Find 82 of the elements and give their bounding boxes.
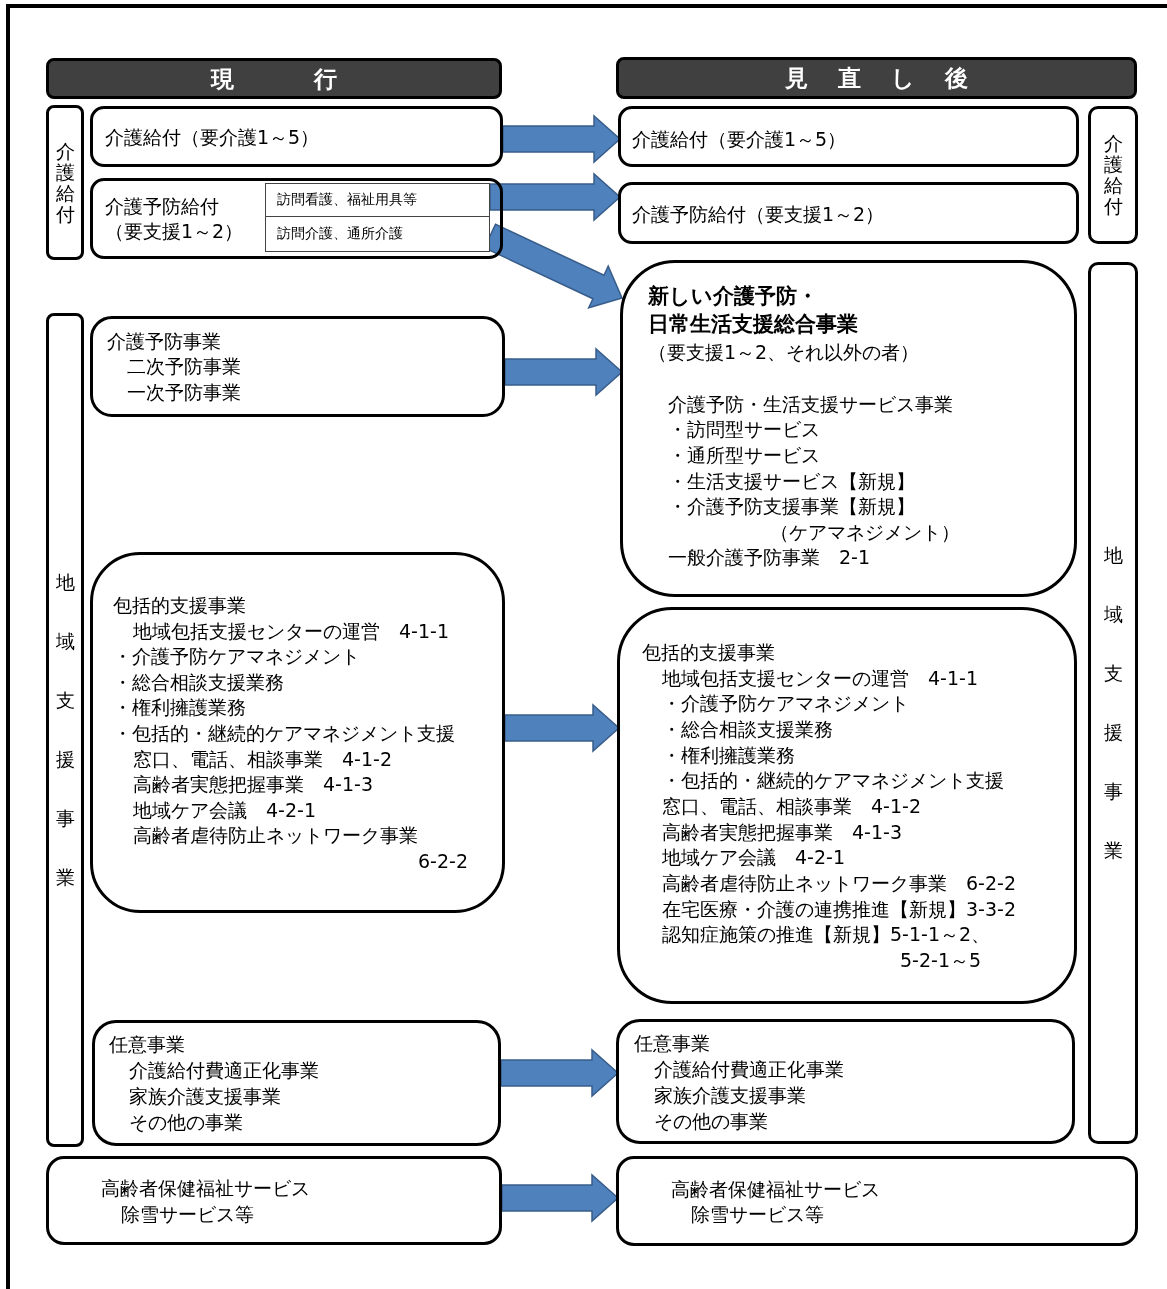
box-heading: 日常生活支援総合事業 — [648, 312, 858, 336]
box-heading: 任意事業 — [634, 1031, 710, 1055]
list-item: 高齢者実態把握事業 4-1-3 — [133, 772, 373, 797]
list-item: 一般介護予防事業 2-1 — [668, 545, 871, 569]
box-heading: 任意事業 — [109, 1032, 185, 1056]
list-item: 高齢者虐待防止ネットワーク事業 — [133, 823, 418, 848]
list-item: ・訪問型サービス — [668, 417, 820, 441]
header-title: 現 行 — [209, 64, 373, 93]
rounded-box — [618, 106, 1079, 167]
rounded-box — [620, 260, 1077, 597]
list-item: 介護予防・生活支援サービス事業 — [668, 392, 953, 416]
list-item: 地域包括支援センターの運営 4-1-1 — [133, 618, 449, 643]
box-heading: 介護予防事業 — [107, 329, 221, 353]
list-item: （ケアマネジメント） — [770, 520, 960, 544]
list-item: その他の事業 — [654, 1109, 768, 1133]
list-item: 家族介護支援事業 — [129, 1084, 281, 1108]
cell-text: 訪問看護、福祉用具等 — [277, 190, 417, 209]
list-item: ・権利擁護業務 — [662, 742, 795, 767]
rounded-box — [618, 182, 1079, 244]
box-label: 介護給付（要介護1～5） — [632, 127, 847, 151]
list-item: ・総合相談支援業務 — [662, 716, 833, 741]
header-title: 見 直 し 後 — [784, 64, 979, 92]
rounded-box — [46, 1156, 502, 1245]
box-heading: 介護予防給付 — [105, 194, 219, 218]
list-item: 家族介護支援事業 — [654, 1083, 806, 1107]
box-heading: 高齢者保健福祉サービス — [671, 1177, 880, 1201]
rounded-box — [92, 1020, 501, 1146]
rounded-box — [616, 1019, 1075, 1144]
list-item: ・包括的・継続的ケアマネジメント支援 — [662, 768, 1004, 793]
header-bar — [46, 58, 502, 99]
side-band — [46, 313, 84, 1147]
list-item: 認知症施策の推進【新規】5-1-1～2、 — [662, 922, 991, 947]
list-item: 除雪サービス等 — [691, 1202, 824, 1226]
list-item: その他の事業 — [129, 1110, 243, 1134]
box-heading: 新しい介護予防・ — [648, 284, 818, 308]
list-item: 窓口、電話、相談事業 4-1-2 — [133, 746, 392, 771]
rounded-box — [90, 178, 503, 259]
list-item: （要支援1～2、それ以外の者） — [648, 340, 920, 364]
list-item: 除雪サービス等 — [121, 1202, 254, 1226]
box-heading: 包括的支援事業 — [642, 640, 775, 664]
header-bar — [616, 57, 1137, 99]
side-band — [1088, 262, 1138, 1144]
list-item: 高齢者虐待防止ネットワーク事業 6-2-2 — [662, 870, 1016, 895]
rounded-box — [616, 1156, 1138, 1246]
rounded-box — [90, 106, 503, 167]
band-label: 介護給付 — [55, 140, 75, 225]
list-item: 地域ケア会議 4-2-1 — [662, 845, 845, 870]
table-cell — [265, 216, 490, 252]
list-item: 介護給付費適正化事業 — [654, 1057, 844, 1081]
table-cell — [265, 183, 490, 217]
list-item: ・生活支援サービス【新規】 — [668, 469, 915, 493]
box-label: 介護予防給付（要支援1～2） — [632, 202, 885, 226]
rounded-box — [617, 607, 1077, 1004]
list-item: （要支援1～2） — [105, 219, 244, 243]
band-label: 介護給付 — [1103, 133, 1123, 217]
list-item: 地域ケア会議 4-2-1 — [133, 797, 316, 822]
side-band — [1088, 106, 1138, 244]
list-item: 介護給付費適正化事業 — [129, 1058, 319, 1082]
list-item: 6-2-2 — [418, 849, 468, 873]
list-item: ・介護予防支援事業【新規】 — [668, 494, 915, 518]
list-item: ・包括的・継続的ケアマネジメント支援 — [113, 721, 455, 745]
rounded-box — [90, 552, 505, 913]
list-item: 5-2-1～5 — [900, 947, 982, 972]
list-item: ・通所型サービス — [668, 443, 820, 467]
rounded-box — [90, 316, 505, 417]
band-label: 地域支援事業 — [1103, 543, 1123, 863]
box-heading: 包括的支援事業 — [113, 593, 246, 617]
list-item: 高齢者実態把握事業 4-1-3 — [662, 819, 902, 844]
list-item: ・介護予防ケアマネジメント — [113, 644, 360, 669]
band-label: 地域支援事業 — [55, 570, 75, 890]
box-heading: 高齢者保健福祉サービス — [101, 1176, 310, 1200]
list-item: 一次予防事業 — [127, 380, 241, 404]
list-item: 在宅医療・介護の連携推進【新規】3-3-2 — [662, 896, 1016, 921]
list-item: ・介護予防ケアマネジメント — [662, 691, 909, 716]
box-label: 介護給付（要介護1～5） — [105, 125, 320, 149]
list-item: 二次予防事業 — [127, 354, 241, 378]
side-band — [46, 105, 84, 260]
cell-text: 訪問介護、通所介護 — [277, 224, 403, 243]
list-item: 地域包括支援センターの運営 4-1-1 — [662, 665, 978, 690]
list-item: 窓口、電話、相談事業 4-1-2 — [662, 793, 921, 818]
list-item: ・総合相談支援業務 — [113, 669, 284, 694]
list-item: ・権利擁護業務 — [113, 695, 246, 720]
